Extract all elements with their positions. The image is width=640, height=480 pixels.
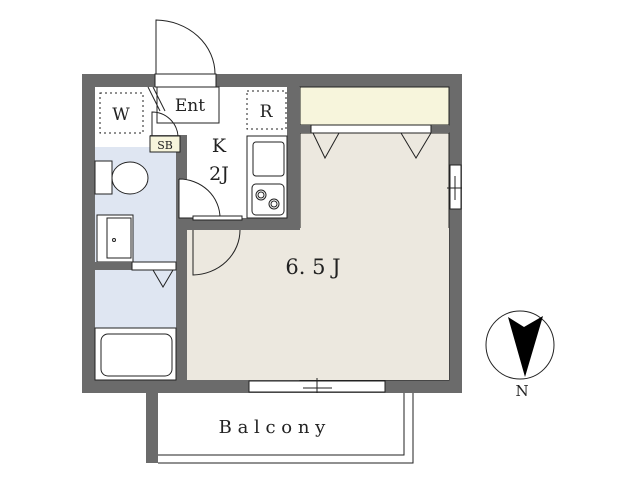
kitchen-size-label: 2J	[209, 163, 229, 185]
entrance-label: Ent	[175, 96, 205, 116]
main-room	[187, 132, 450, 381]
shoe-box	[149, 135, 181, 153]
room-door[interactable]	[192, 215, 243, 276]
stove-icon	[251, 183, 285, 216]
north-compass-icon	[485, 310, 555, 380]
shoe-box-label: SB	[157, 139, 173, 152]
toilet-icon	[94, 160, 149, 195]
door-icon	[151, 111, 179, 137]
compass-north-label: N	[515, 382, 528, 400]
sink-icon	[252, 141, 285, 177]
balcony-label: B a l c o n y	[219, 417, 327, 438]
window-east	[447, 164, 462, 210]
closet-door-icon	[400, 132, 432, 159]
closet	[299, 86, 450, 160]
partition-wall	[287, 87, 300, 230]
closet-door-icon	[312, 132, 340, 160]
washbasin-icon	[96, 214, 134, 263]
entrance-step	[147, 86, 161, 112]
room-size-label: 6. 5 J	[285, 255, 340, 279]
partition-wall	[187, 218, 300, 230]
door-icon	[152, 269, 174, 288]
refrigerator-label: R	[260, 102, 274, 122]
window-south	[248, 378, 386, 393]
kitchen-counter	[246, 135, 288, 219]
washer-space	[99, 92, 144, 134]
washer-label: W	[112, 105, 130, 125]
entrance-door[interactable]	[154, 19, 217, 88]
balcony	[146, 393, 414, 464]
bathroom	[94, 135, 187, 381]
refrigerator-space	[246, 90, 287, 130]
kitchen-label: K	[212, 135, 227, 157]
bathtub-icon	[100, 333, 173, 377]
